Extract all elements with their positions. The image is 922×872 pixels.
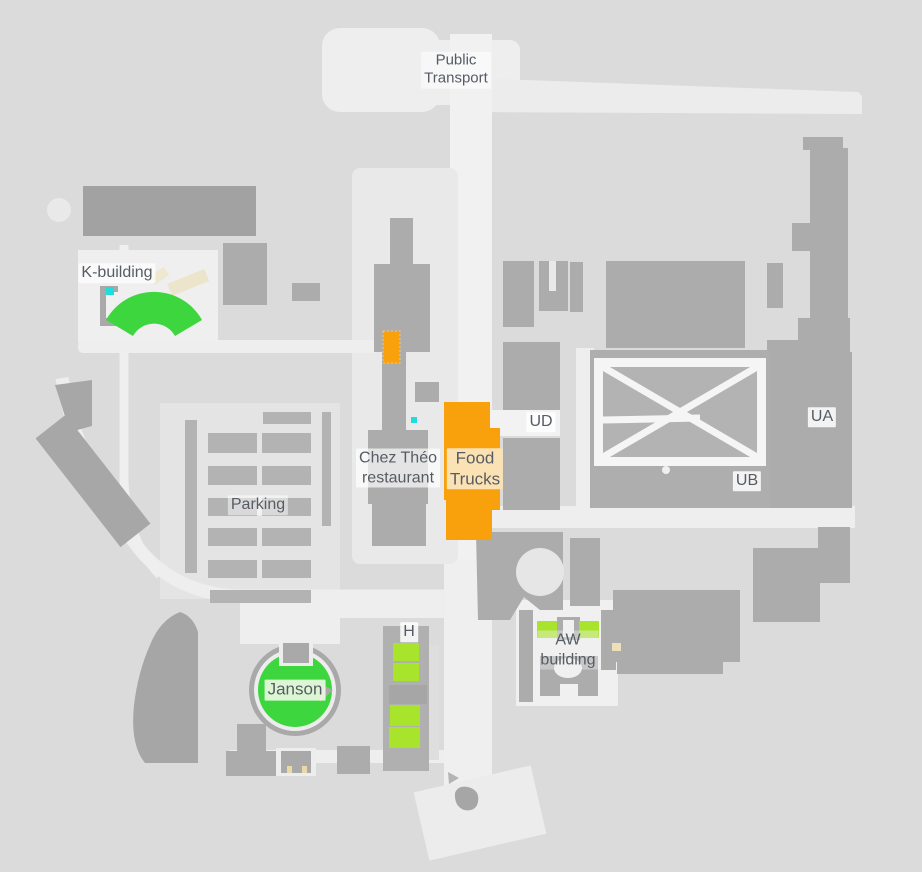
label-food-trucks[interactable]: Food Trucks xyxy=(446,448,504,490)
south-road-flare xyxy=(413,765,547,861)
building-shape xyxy=(133,612,198,763)
highlights-layer xyxy=(106,287,599,748)
building-shape xyxy=(292,283,320,301)
courtyard-block xyxy=(590,350,770,508)
road-island-small xyxy=(448,772,459,784)
chez-theo-building-upper xyxy=(374,264,430,352)
parking-row xyxy=(263,412,311,424)
label-h[interactable]: H xyxy=(400,622,418,642)
aw-building-wing xyxy=(519,610,533,702)
janson-east-road xyxy=(336,596,446,618)
parking-row xyxy=(208,433,257,453)
chez-theo-building-south xyxy=(372,504,426,546)
courtyard-diagonal-paths xyxy=(601,363,759,461)
chez-theo-building-annex xyxy=(415,382,439,402)
label-aw-building[interactable]: AW building xyxy=(537,630,599,670)
building-shape xyxy=(337,746,370,774)
h-room-shape[interactable] xyxy=(390,705,420,726)
building-shape xyxy=(503,438,560,510)
building-round-court xyxy=(516,548,564,596)
building-shape xyxy=(798,318,850,342)
parking-row xyxy=(322,412,331,526)
building-shape xyxy=(237,724,266,752)
k-south-path xyxy=(78,340,378,353)
building-shape xyxy=(613,590,740,662)
label-k-building[interactable]: K-building xyxy=(78,263,156,283)
building-shape xyxy=(223,243,267,305)
janson-door-marker xyxy=(302,766,307,773)
h-building-path xyxy=(429,645,439,760)
ud-building xyxy=(503,342,560,410)
aw-room-shape[interactable] xyxy=(579,621,599,638)
round-plaza xyxy=(47,198,71,222)
building-shape xyxy=(767,340,850,354)
orange-kiosk-area[interactable] xyxy=(382,330,401,364)
k-building-roof-detail xyxy=(167,268,210,296)
aw-building-tab xyxy=(540,684,560,696)
building-shape xyxy=(503,261,534,327)
cyan-marker xyxy=(411,417,417,423)
building-shape xyxy=(803,137,843,150)
parking-rows xyxy=(185,412,331,603)
road-island xyxy=(454,786,479,811)
building-shape xyxy=(35,414,151,548)
parking-row xyxy=(262,433,311,453)
building-shape xyxy=(792,223,810,251)
aw-building-wing xyxy=(601,610,616,670)
parking-row xyxy=(185,420,197,573)
parking-row xyxy=(262,528,311,546)
janson-plaza xyxy=(240,596,340,644)
courtyard-west-road xyxy=(576,348,594,524)
aw-building-court xyxy=(554,658,582,678)
aw-entrance-marker xyxy=(612,643,621,651)
label-public-transport: Public Transport xyxy=(421,51,491,89)
building-shape xyxy=(617,660,723,674)
building-slot xyxy=(549,261,556,291)
parking-row xyxy=(262,466,311,485)
parking-row xyxy=(262,560,311,578)
chez-theo-building-mid xyxy=(382,352,406,432)
ua-building xyxy=(764,352,852,508)
janson-entrance-north-core xyxy=(283,643,309,663)
janson-door-marker xyxy=(287,766,292,773)
k-auditorium-shape[interactable] xyxy=(106,291,202,336)
cyan-marker xyxy=(106,287,114,295)
building-shape xyxy=(753,548,820,622)
building-shape xyxy=(818,527,850,583)
courtyard-path xyxy=(601,363,759,461)
h-room-shape[interactable] xyxy=(393,663,419,681)
h-room-shape[interactable] xyxy=(393,643,419,661)
courtyard-dot xyxy=(662,466,670,474)
chez-theo-building-tower xyxy=(390,218,413,266)
building-shape xyxy=(55,380,92,432)
building-shape xyxy=(570,538,600,606)
label-ua: UA xyxy=(807,407,837,427)
h-room-shape[interactable] xyxy=(389,727,420,748)
building-shape xyxy=(810,148,848,323)
top-road-east xyxy=(470,78,862,114)
label-ud: UD xyxy=(526,412,556,432)
parking-row xyxy=(208,528,257,546)
parking-row xyxy=(208,560,257,578)
courtyard-path xyxy=(602,414,701,424)
label-chez-theo-restaurant: Chez Théo restaurant xyxy=(356,448,440,488)
building-shape xyxy=(606,261,745,348)
aw-building-tab xyxy=(578,684,598,696)
mid-horizontal-road xyxy=(462,506,855,528)
label-janson[interactable]: Janson xyxy=(264,679,326,701)
aw-room-shape[interactable] xyxy=(537,621,557,638)
parking-row xyxy=(208,466,257,485)
aw-building-slot xyxy=(563,620,574,637)
label-parking: Parking xyxy=(227,495,289,515)
building-shape xyxy=(767,263,783,308)
building-shape xyxy=(83,186,256,236)
buildings-layer xyxy=(35,137,852,811)
label-ub: UB xyxy=(732,471,762,491)
building-shape xyxy=(570,262,583,312)
h-building-core xyxy=(389,685,427,704)
parking-row xyxy=(210,590,311,603)
